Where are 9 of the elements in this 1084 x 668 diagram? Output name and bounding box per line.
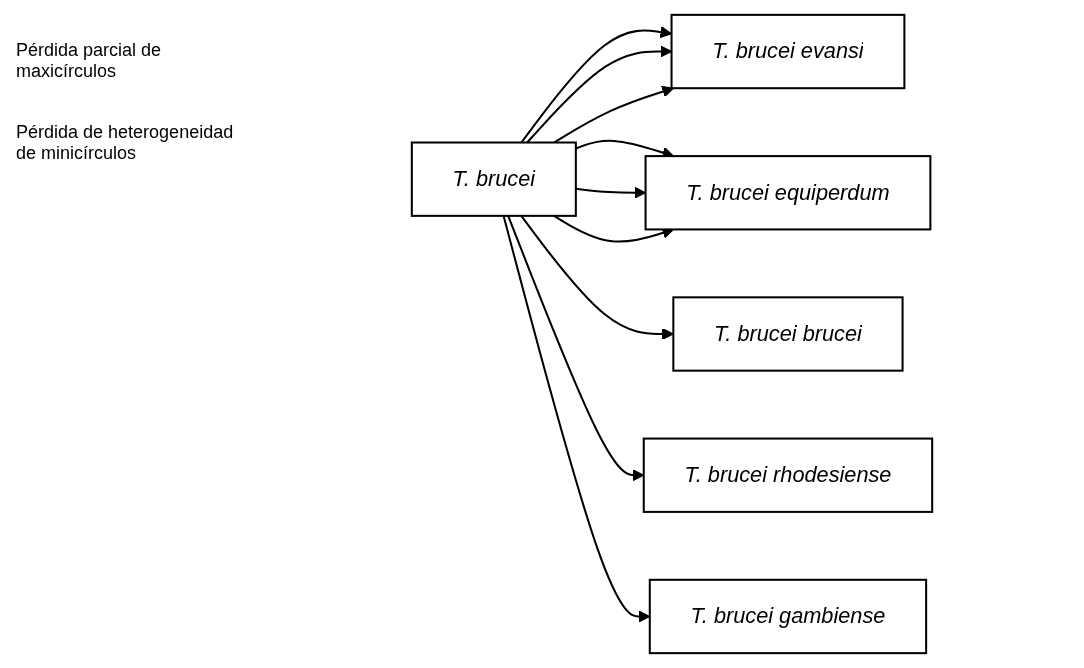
node-box: T. brucei rhodesiense (642, 437, 934, 513)
node-box: T. brucei brucei (672, 296, 904, 372)
node-box: T. brucei (410, 141, 577, 217)
arrow (520, 215, 674, 340)
branch-note: Pérdida parcial de maxicírculos (16, 40, 163, 82)
branch-note: Pérdida de heterogeneidad de minicírculos (16, 122, 235, 164)
node-box: T. brucei evansi (670, 13, 906, 90)
node-box: T. brucei equiperdum (644, 155, 932, 231)
node-box: T. brucei gambiense (648, 578, 928, 655)
